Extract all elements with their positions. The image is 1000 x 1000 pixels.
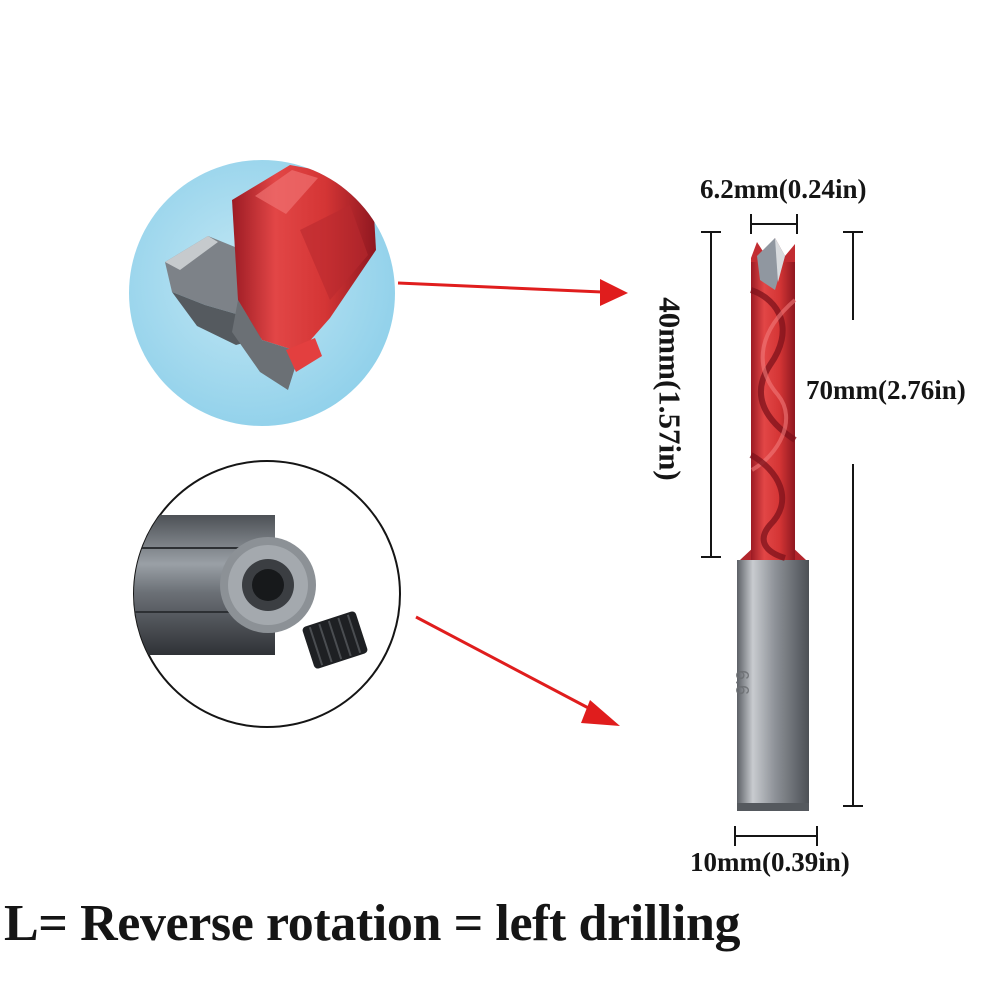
cutting-width-label: 6.2mm(0.24in) (700, 174, 867, 204)
drill-bit-icon (737, 238, 809, 811)
red-arrow-icon (415, 615, 620, 726)
shank-width-label: 10mm(0.39in) (690, 847, 850, 877)
rotation-caption: L= Reverse rotation = left drilling (4, 895, 741, 952)
shank-closeup-icon (133, 460, 401, 728)
dimension-lines (701, 214, 863, 846)
red-arrow-icon (397, 279, 628, 306)
flute-length-label: 40mm(1.57in) (652, 297, 688, 481)
cutter-closeup-icon (129, 160, 395, 426)
shank-size-mark: 6.6 (732, 670, 752, 696)
overall-length-label: 70mm(2.76in) (806, 375, 966, 405)
